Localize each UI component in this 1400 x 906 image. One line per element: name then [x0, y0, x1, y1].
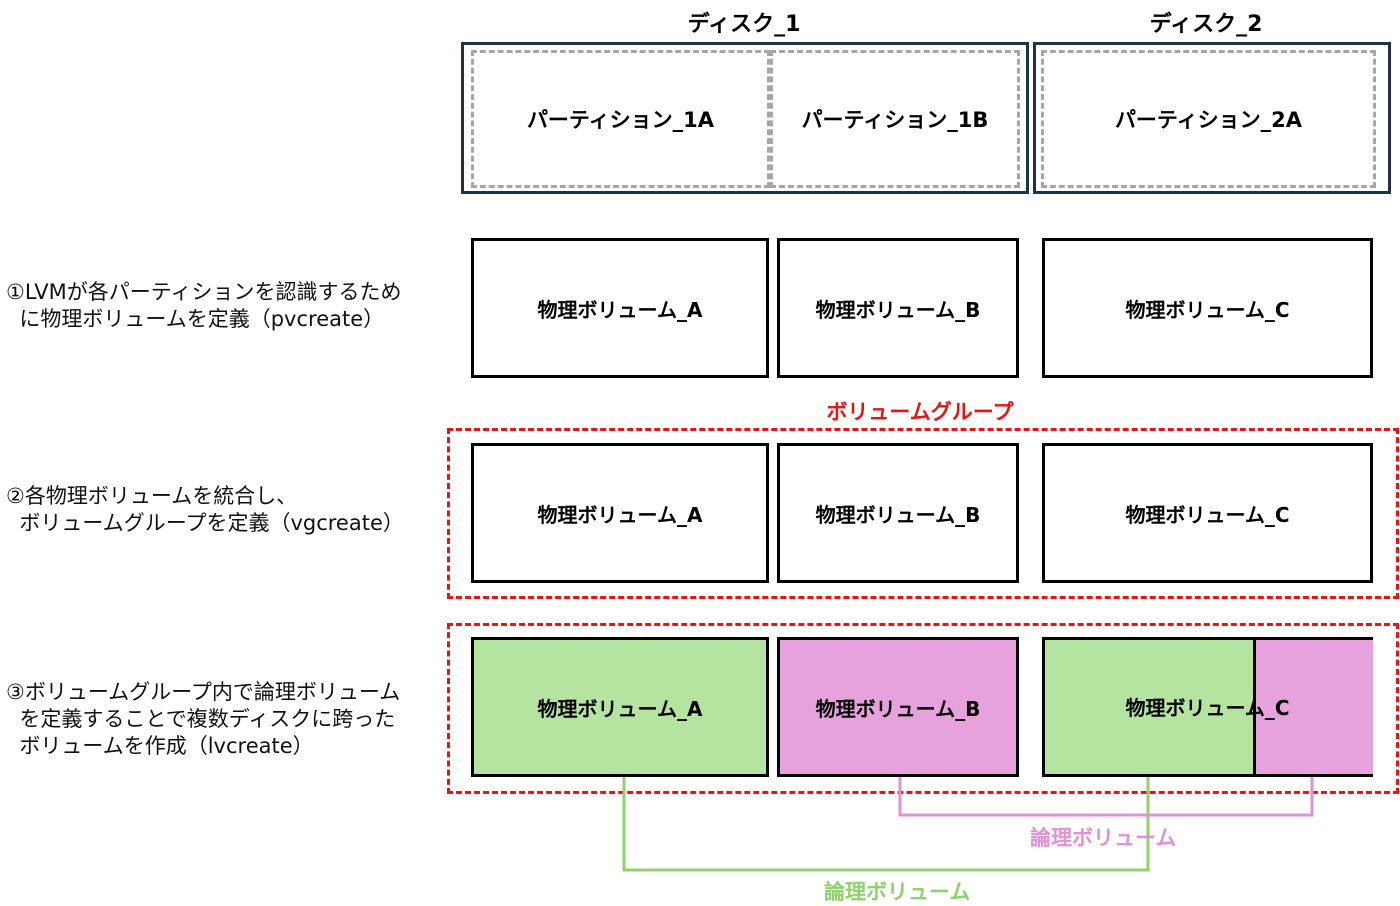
pv-row2-a: 物理ボリューム_A [471, 443, 769, 583]
disk-2-title: ディスク_2 [1149, 12, 1263, 37]
pv-row3-c-pink-part [1253, 640, 1373, 774]
partition-2a: パーティション_2A [1041, 50, 1376, 188]
pv-label: 物理ボリューム_C [1125, 502, 1290, 527]
step-2-text: ②各物理ボリュームを統合し、 ボリュームグループを定義（vgcreate） [6, 484, 404, 535]
partition-1a: パーティション_1A [471, 50, 770, 188]
pv-row2-b: 物理ボリューム_B [777, 443, 1019, 583]
pv-label: 物理ボリューム_A [537, 696, 703, 721]
pv-row3-c [1042, 637, 1373, 777]
volume-group-label: ボリュームグループ [826, 400, 1014, 424]
volume-group-frame-row3 [447, 623, 1399, 794]
pv-row1-a: 物理ボリューム_A [471, 238, 769, 378]
step-3-text: ③ボリュームグループ内で論理ボリューム を定義することで複数ディスクに跨った ボ… [6, 680, 401, 758]
lv-green-connector [622, 777, 1150, 872]
disk-1-frame [461, 42, 1029, 194]
pv-label: 物理ボリューム_B [815, 696, 981, 721]
pv-row1-c: 物理ボリューム_C [1042, 238, 1373, 378]
partition-1b-label: パーティション_1B [801, 108, 989, 132]
pv-row1-b: 物理ボリューム_B [777, 238, 1019, 378]
partition-1a-label: パーティション_1A [526, 108, 715, 132]
pv-label: 物理ボリューム_C [1125, 297, 1290, 322]
disk-1-title: ディスク_1 [687, 12, 801, 37]
lv-green-label: 論理ボリューム [824, 880, 971, 904]
pv-label: 物理ボリューム_A [537, 502, 703, 527]
volume-group-frame-row2 [447, 428, 1399, 599]
pv-row3-c-label: 物理ボリューム_C [1125, 696, 1290, 720]
pv-row3-b: 物理ボリューム_B [777, 637, 1019, 777]
pv-row3-a: 物理ボリューム_A [471, 637, 769, 777]
pv-row2-c: 物理ボリューム_C [1042, 443, 1373, 583]
lv-pink-connector [898, 777, 1314, 817]
partition-2a-label: パーティション_2A [1114, 108, 1303, 132]
step-1-text: ①LVMが各パーティションを認識するため に物理ボリュームを定義（pvcreat… [6, 280, 402, 331]
pv-label: 物理ボリューム_B [815, 502, 981, 527]
pv-label: 物理ボリューム_A [537, 297, 703, 322]
lv-pink-label: 論理ボリューム [1030, 826, 1177, 850]
disk-2-frame [1033, 42, 1391, 194]
partition-1b: パーティション_1B [770, 50, 1020, 188]
pv-label: 物理ボリューム_B [815, 297, 981, 322]
